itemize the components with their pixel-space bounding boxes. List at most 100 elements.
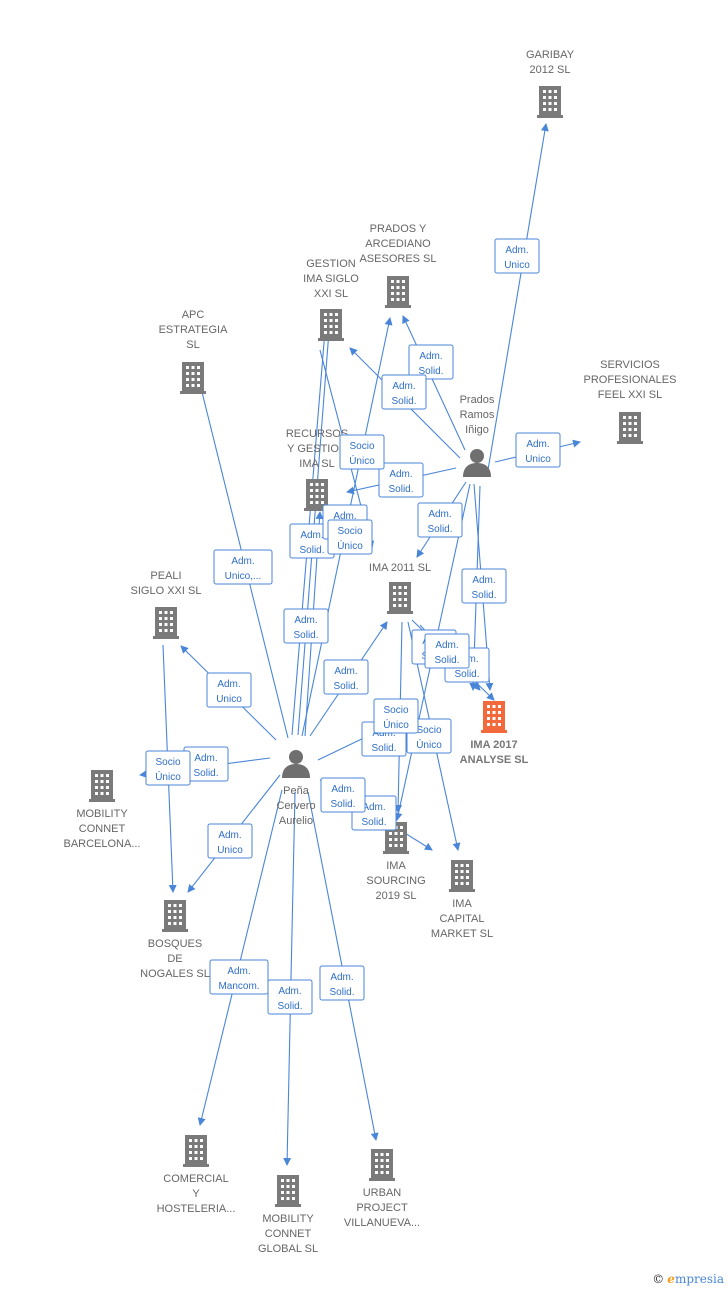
relation-label-box (213, 549, 273, 585)
relation-label-text: Adm. (435, 640, 458, 651)
relation-label-text: Adm. (526, 439, 549, 450)
relation-label: Adm.Solid. (417, 502, 463, 538)
building-icon (180, 362, 206, 394)
relation-label-text: Adm. (334, 666, 357, 677)
building-icon (537, 86, 563, 118)
node-label: Cervero (276, 800, 315, 812)
building-icon (162, 900, 188, 932)
relation-label-text: Adm. (194, 753, 217, 764)
relation-label-text: Solid. (391, 396, 416, 407)
relation-label-text: Unico,... (225, 571, 262, 582)
node-label: 2012 SL (530, 64, 571, 76)
relation-label-box (267, 979, 313, 1015)
company-node-garibay[interactable]: GARIBAY 2012 SL (526, 49, 575, 118)
building-icon (153, 607, 179, 639)
relation-label-text: Adm. (231, 556, 254, 567)
relation-label-box (381, 374, 427, 410)
node-label: URBAN (363, 1187, 402, 1199)
company-node-peali[interactable]: PEALI SIGLO XXI SL (131, 570, 202, 639)
relation-label-box (373, 698, 419, 734)
company-node-mobility_bcn[interactable]: MOBILITYCONNETBARCELONA... (63, 770, 141, 850)
relation-label: Adm.Solid. (283, 608, 329, 644)
node-label: NOGALES SL (140, 968, 210, 980)
node-label: Prados (460, 394, 495, 406)
node-label: PROJECT (356, 1202, 408, 1214)
relation-label-box (145, 750, 191, 786)
relation-label-box (424, 633, 470, 669)
relation-label-text: Solid. (388, 484, 413, 495)
node-label: SIGLO XXI SL (131, 585, 202, 597)
relation-label-box (320, 777, 366, 813)
relation-label-box (207, 823, 253, 859)
company-node-comercial[interactable]: COMERCIALYHOSTELERIA... (157, 1135, 236, 1215)
node-label: SOURCING (366, 875, 425, 887)
relation-label: Adm.Solid. (408, 344, 454, 380)
building-icon (183, 1135, 209, 1167)
relation-label-text: Adm. (218, 830, 241, 841)
building-icon (369, 1149, 395, 1181)
node-label: CAPITAL (439, 913, 484, 925)
node-label: MOBILITY (76, 808, 128, 820)
node-label: GARIBAY (526, 49, 575, 61)
relation-label-text: Solid. (293, 630, 318, 641)
company-node-ima2011[interactable]: IMA 2011 SL (369, 562, 431, 614)
node-label: ANALYSE SL (460, 754, 529, 766)
relation-label: Adm. Unico,... (213, 549, 273, 585)
relation-label-text: Solid. (193, 768, 218, 779)
relation-label-text: Unico (525, 454, 551, 465)
node-label: ARCEDIANO (365, 238, 431, 250)
relation-label-box (206, 672, 252, 708)
relation-label-text: Unico (504, 260, 530, 271)
relation-label-text: Adm. (472, 575, 495, 586)
node-label: MOBILITY (262, 1213, 314, 1225)
building-icon (449, 860, 475, 892)
relation-label: Adm.Solid. (320, 777, 366, 813)
edges-layer (139, 123, 581, 1166)
relation-edge (402, 315, 466, 451)
building-icon (89, 770, 115, 802)
building-icon (617, 412, 643, 444)
relation-edge (317, 734, 371, 761)
building-icon (387, 582, 413, 614)
relation-label: Adm.Unico (494, 238, 540, 274)
relation-label-box (378, 462, 424, 498)
node-label: BOSQUES (148, 938, 202, 950)
company-node-urban[interactable]: URBANPROJECTVILLANUEVA... (344, 1149, 420, 1229)
building-icon (481, 701, 507, 733)
brand-initial: e (667, 1272, 675, 1286)
relation-label: Adm.Solid. (461, 568, 507, 604)
relation-label: Adm.Solid. (381, 374, 427, 410)
relation-label: Adm.Unico (206, 672, 252, 708)
edge-labels-layer: Adm.UnicoAdm.Solid.Adm.Solid.Adm.UnicoAd… (145, 238, 561, 1015)
building-icon (385, 276, 411, 308)
relation-label-text: Único (383, 718, 409, 731)
relation-label-text: Adm. (330, 972, 353, 983)
relation-label-text: Unico (216, 694, 242, 705)
relation-label-text: Socio (155, 757, 180, 768)
node-label: HOSTELERIA... (157, 1203, 236, 1215)
relation-label: Adm.Solid. (319, 965, 365, 1001)
relation-label-text: Adm. (227, 966, 250, 977)
node-label: PROFESIONALES (584, 374, 677, 386)
node-label: MARKET SL (431, 928, 493, 940)
node-label: Peña (283, 785, 310, 797)
node-label: PEALI (150, 570, 181, 582)
person-icon (463, 449, 491, 477)
